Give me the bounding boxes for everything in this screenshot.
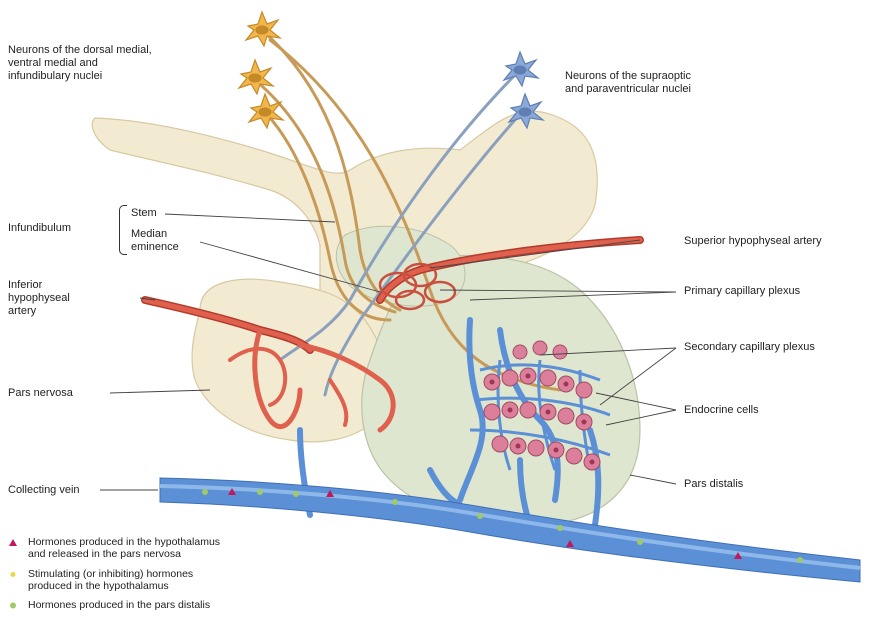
label-pars-distalis: Pars distalis xyxy=(684,478,743,491)
label-endocrine-cells: Endocrine cells xyxy=(684,404,759,417)
legend-item-stimulating-hormones: Stimulating (or inhibiting) hormones pro… xyxy=(6,568,366,592)
label-median-eminence: Median eminence xyxy=(131,228,179,254)
legend-text: Stimulating (or inhibiting) hormones pro… xyxy=(28,568,193,592)
label-secondary-plexus: Secondary capillary plexus xyxy=(684,341,815,354)
dot-marker-icon xyxy=(6,568,20,581)
label-superior-artery: Superior hypophyseal artery xyxy=(684,235,822,248)
label-infundibulum: Infundibulum xyxy=(8,222,71,235)
legend-item-distalis-hormones: Hormones produced in the pars distalis xyxy=(6,599,366,612)
legend-text: Hormones produced in the pars distalis xyxy=(28,599,210,611)
triangle-marker-icon xyxy=(6,536,20,549)
circle-marker-icon xyxy=(6,599,20,612)
label-supraoptic-neurons: Neurons of the supraoptic and paraventri… xyxy=(565,70,691,96)
label-primary-plexus: Primary capillary plexus xyxy=(684,285,800,298)
label-inferior-artery: Inferior hypophyseal artery xyxy=(8,279,70,318)
orange-neurons xyxy=(239,12,283,128)
legend-item-hypothalamic-hormones: Hormones produced in the hypothalamus an… xyxy=(6,536,366,560)
label-dorsal-neurons: Neurons of the dorsal medial, ventral me… xyxy=(8,44,152,83)
label-pars-nervosa: Pars nervosa xyxy=(8,387,73,400)
infundibulum-bracket xyxy=(119,205,127,255)
label-collecting-vein: Collecting vein xyxy=(8,484,80,497)
label-stem: Stem xyxy=(131,207,157,220)
legend-text: Hormones produced in the hypothalamus an… xyxy=(28,536,220,560)
